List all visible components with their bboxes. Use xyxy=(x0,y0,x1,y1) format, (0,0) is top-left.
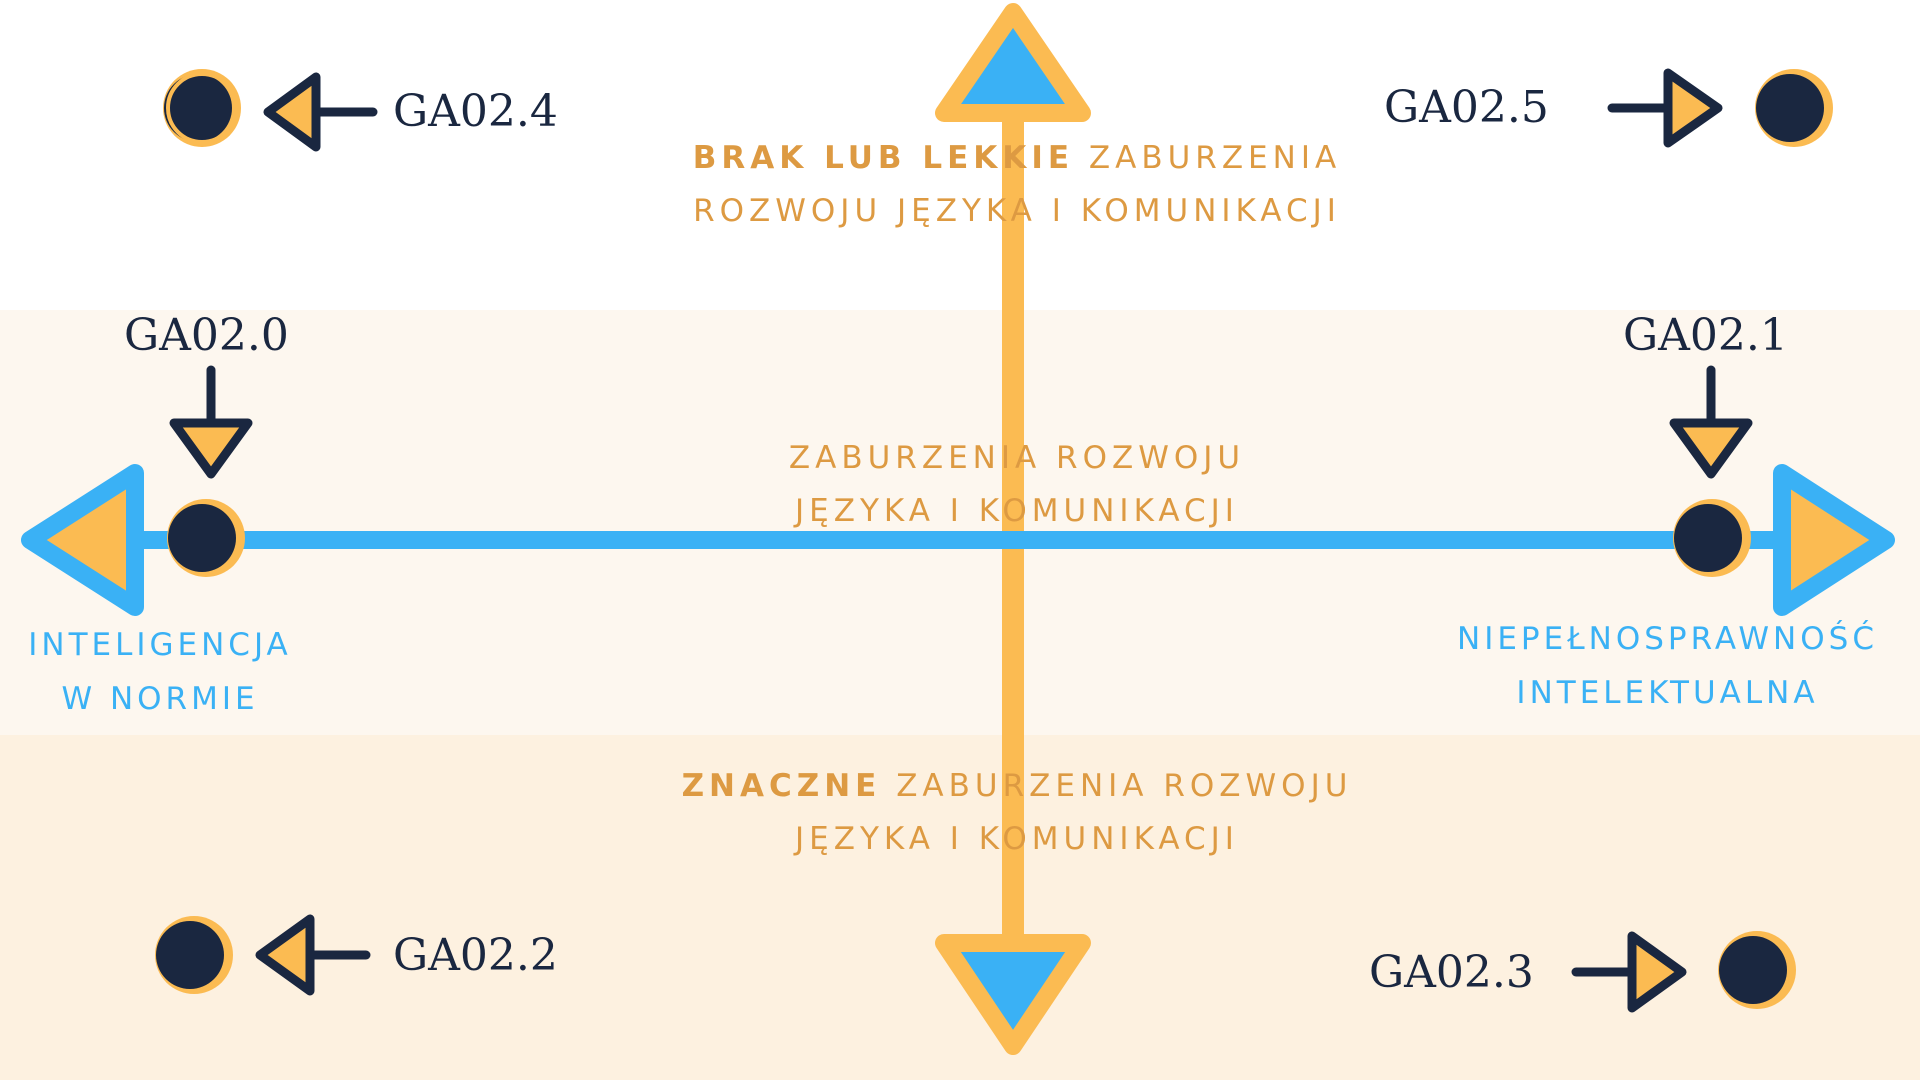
arrow-icon xyxy=(169,365,253,479)
code-label-top-right: GA02.5 xyxy=(1384,82,1549,133)
arrow-icon xyxy=(263,72,378,152)
dot-icon xyxy=(1755,69,1833,147)
axis-label-right: NIEPEŁNOSPRAWNOŚĆ INTELEKTUALNA xyxy=(1457,621,1878,711)
arrow-down-icon xyxy=(935,934,1091,1055)
band-middle xyxy=(0,310,1920,735)
dot-icon xyxy=(167,499,245,577)
arrow-icon xyxy=(255,914,371,996)
dot-icon xyxy=(155,916,233,994)
zone-label-top: BRAK LUB LEKKIE ZABURZENIA ROZWOJU JĘZYK… xyxy=(617,132,1417,238)
zone-top-text: ZABURZENIA ROZWOJU JĘZYKA I KOMUNIKACJI xyxy=(693,140,1342,229)
arrow-right-icon xyxy=(1773,464,1895,616)
zone-bottom-emphasis: ZNACZNE xyxy=(681,768,882,804)
dot-icon xyxy=(163,69,241,147)
arrow-icon xyxy=(1607,68,1723,148)
code-label-bottom-left: GA02.2 xyxy=(393,930,558,981)
code-label-mid-left: GA02.0 xyxy=(124,310,289,361)
code-label-mid-right: GA02.1 xyxy=(1623,310,1788,361)
code-label-top-left: GA02.4 xyxy=(393,86,558,137)
arrow-left-icon xyxy=(21,464,144,616)
code-label-bottom-right: GA02.3 xyxy=(1369,947,1534,998)
zone-bottom-text: ZABURZENIA ROZWOJU JĘZYKA I KOMUNIKACJI xyxy=(795,768,1353,857)
zone-label-middle: ZABURZENIA ROZWOJU JĘZYKA I KOMUNIKACJI xyxy=(717,432,1317,538)
axis-label-left: INTELIGENCJA W NORMIE xyxy=(28,627,292,717)
dot-icon xyxy=(1673,499,1751,577)
arrow-icon xyxy=(1571,931,1687,1013)
zone-middle-text: ZABURZENIA ROZWOJU JĘZYKA I KOMUNIKACJI xyxy=(788,440,1246,529)
zone-top-emphasis: BRAK LUB LEKKIE xyxy=(692,140,1075,176)
arrow-icon xyxy=(1669,365,1753,479)
zone-label-bottom: ZNACZNE ZABURZENIA ROZWOJU JĘZYKA I KOMU… xyxy=(617,760,1417,866)
band-bottom xyxy=(0,735,1920,1080)
arrow-up-icon xyxy=(935,3,1091,122)
dot-icon xyxy=(1718,931,1796,1009)
band-top xyxy=(0,0,1920,310)
